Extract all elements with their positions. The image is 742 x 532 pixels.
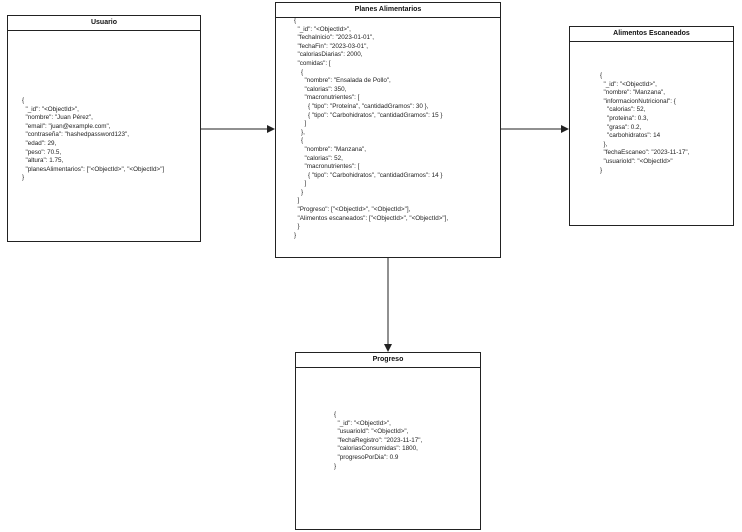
alimentos-escaneados-entity-box: Alimentos Escaneados { "_id": "<ObjectId… <box>569 26 734 226</box>
progreso-document-json: { "_id": "<ObjectId>", "usuarioId": "<Ob… <box>334 411 423 470</box>
progreso-entity-box: Progreso { "_id": "<ObjectId>", "usuario… <box>295 352 481 530</box>
alimentos-escaneados-document-json: { "_id": "<ObjectId>", "nombre": "Manzan… <box>600 72 690 174</box>
planes-alimentarios-title: Planes Alimentarios <box>276 3 500 18</box>
planes-alimentarios-document-json: { "_id": "<ObjectId>", "fechaInicio": "2… <box>294 17 449 239</box>
progreso-title: Progreso <box>296 353 480 368</box>
alimentos-escaneados-title: Alimentos Escaneados <box>570 27 733 42</box>
usuario-document-json: { "_id": "<ObjectId>", "nombre": "Juan P… <box>22 97 165 182</box>
usuario-entity-box: Usuario { "_id": "<ObjectId>", "nombre":… <box>7 15 201 242</box>
planes-alimentarios-entity-box: Planes Alimentarios { "_id": "<ObjectId>… <box>275 2 501 258</box>
usuario-title: Usuario <box>8 16 200 31</box>
